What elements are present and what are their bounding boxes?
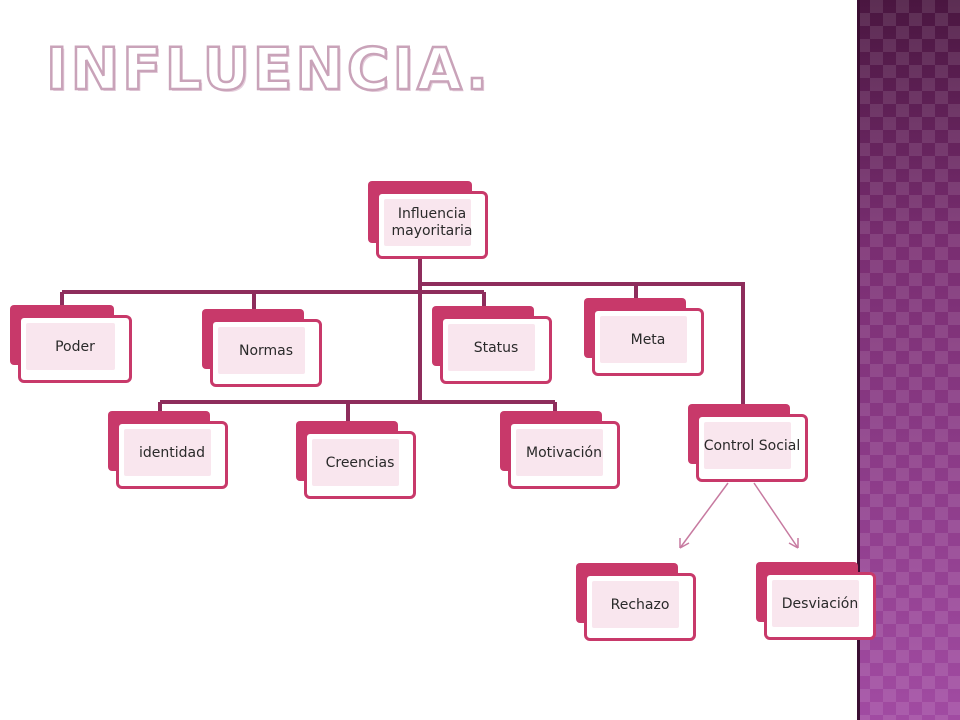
arrow-to-desviacion: [753, 482, 799, 549]
node-label: Status: [473, 339, 519, 356]
node-label: Desviación: [781, 595, 859, 612]
node-front-shape: [592, 308, 704, 376]
node-creencias: Creencias: [296, 421, 416, 499]
arrow-to-rechazo: [679, 482, 729, 549]
node-control-social: Control Social: [688, 404, 808, 482]
node-identidad: identidad: [108, 411, 228, 489]
node-front-shape: [18, 315, 132, 383]
node-desviacion: Desviación: [756, 562, 876, 640]
node-label: Influencia mayoritaria: [391, 206, 473, 239]
node-label: Normas: [238, 342, 294, 359]
node-front-shape: [376, 191, 488, 259]
node-poder: Poder: [10, 305, 132, 383]
node-label: Creencias: [325, 454, 395, 471]
arrowhead-rechazo: [679, 538, 690, 549]
slide-title: INFLUENCIA.: [45, 35, 492, 103]
connector-to-meta: [420, 282, 638, 300]
node-front-shape: [210, 319, 322, 387]
node-motivacion: Motivación: [500, 411, 620, 489]
node-label: Motivación: [526, 444, 602, 461]
node-meta: Meta: [584, 298, 704, 376]
node-front-shape: [696, 414, 808, 482]
node-front-shape: [764, 572, 876, 640]
node-label: identidad: [139, 444, 205, 461]
node-label: Rechazo: [610, 596, 670, 613]
node-front-shape: [440, 316, 552, 384]
node-front-shape: [508, 421, 620, 489]
side-band-edge: [857, 0, 860, 720]
node-label: Poder: [55, 338, 95, 355]
node-front-shape: [116, 421, 228, 489]
node-front-shape: [304, 431, 416, 499]
node-normas: Normas: [202, 309, 322, 387]
node-influencia-mayoritaria: Influencia mayoritaria: [368, 181, 488, 259]
node-label: Control Social: [703, 437, 801, 454]
arrowhead-desviacion: [788, 538, 799, 549]
node-rechazo: Rechazo: [576, 563, 696, 641]
node-label: Meta: [630, 331, 666, 348]
node-front-shape: [584, 573, 696, 641]
node-status: Status: [432, 306, 552, 384]
